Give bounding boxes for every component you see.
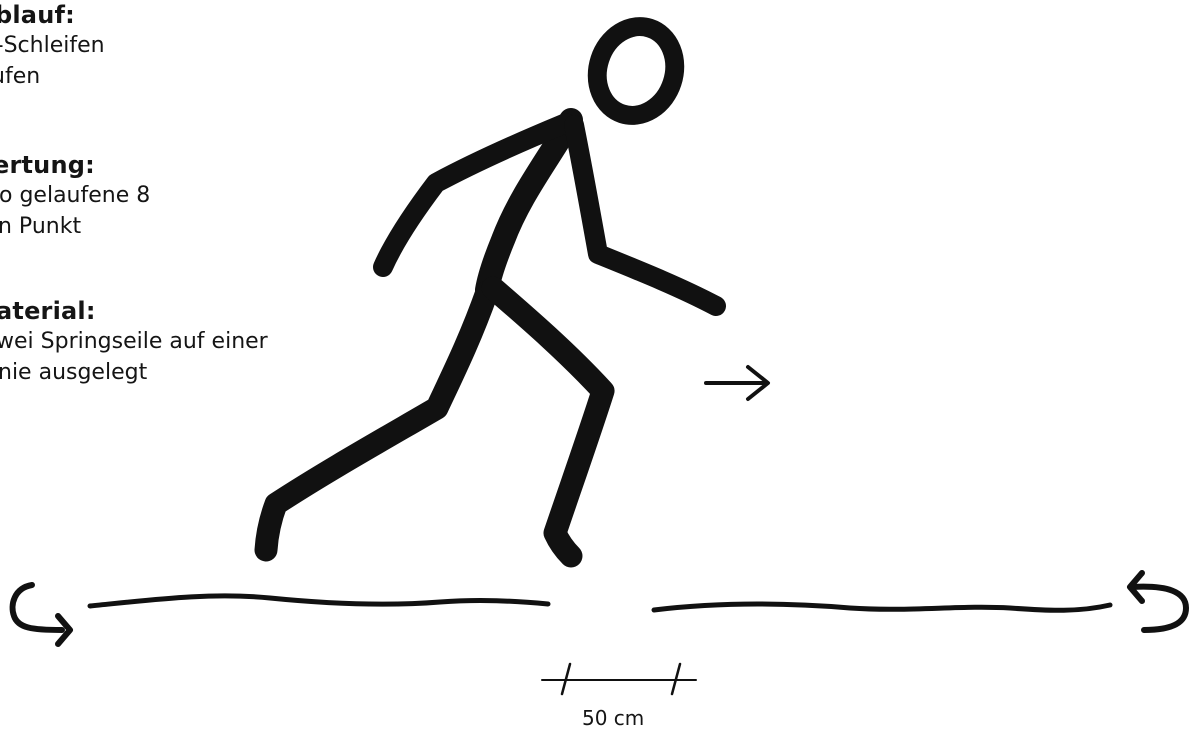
running-stick-figure xyxy=(266,16,716,556)
head-shape xyxy=(586,16,686,125)
distance-label: 50 cm xyxy=(582,706,644,730)
u-turn-arrow-left-icon xyxy=(13,585,70,644)
back-leg-shape xyxy=(266,292,487,550)
rope-left xyxy=(90,596,548,606)
rope-right xyxy=(654,604,1110,610)
front-arm-shape xyxy=(574,125,716,306)
arrow-right-icon xyxy=(706,367,768,399)
distance-marker xyxy=(542,664,696,694)
front-leg-shape xyxy=(493,288,603,556)
u-turn-arrow-right-icon xyxy=(1130,573,1186,630)
